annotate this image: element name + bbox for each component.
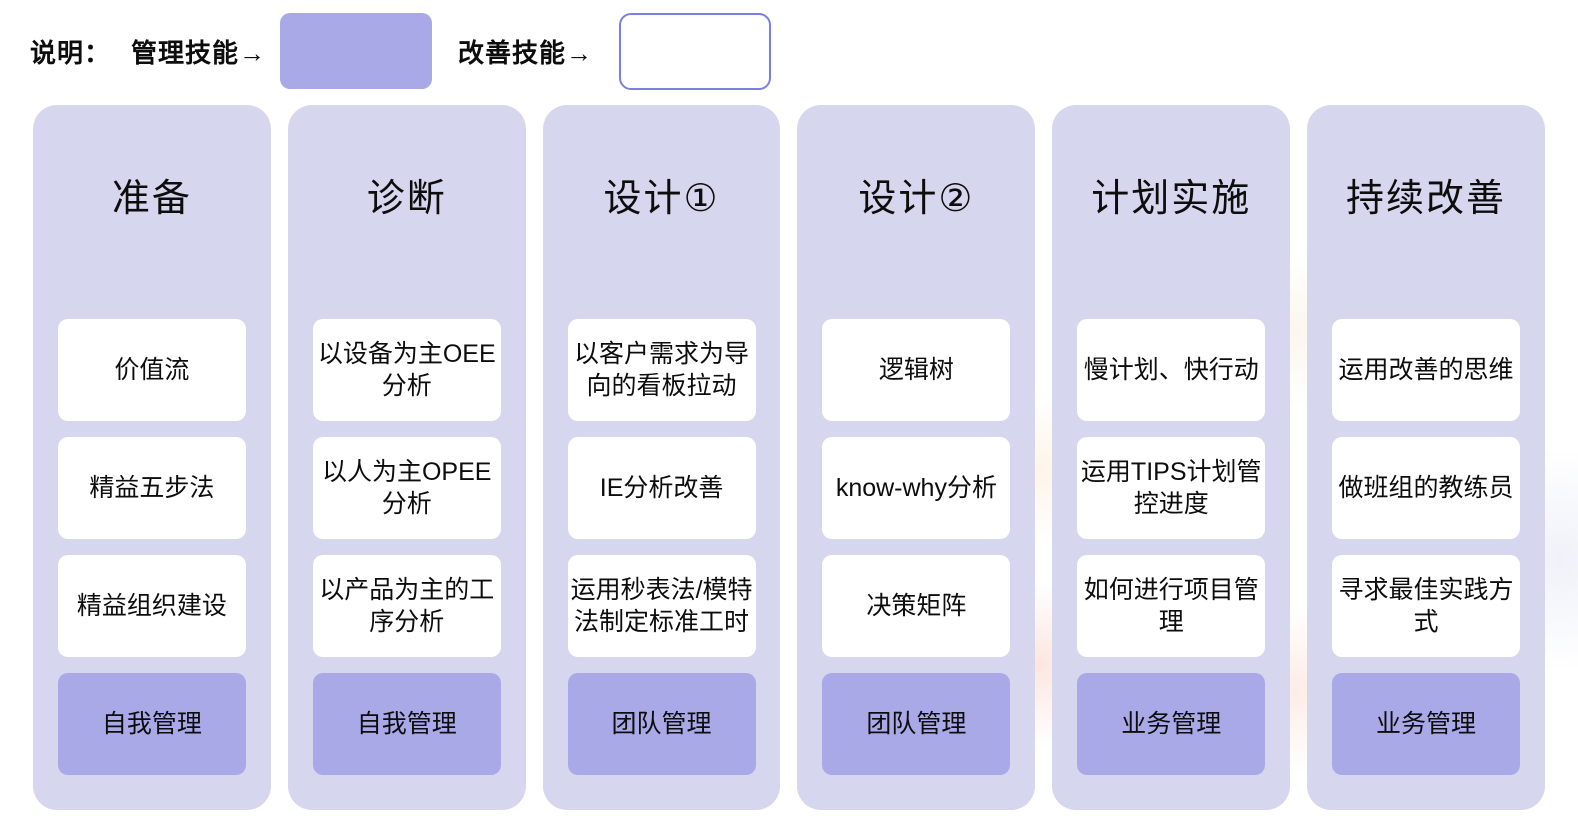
skill-card: know-why分析 xyxy=(822,437,1011,540)
skill-card: 以客户需求为导向的看板拉动 xyxy=(567,319,756,422)
skill-card: 精益五步法 xyxy=(57,437,246,540)
phase-column-continuous-improvement: 持续改善 运用改善的思维 做班组的教练员 寻求最佳实践方式 业务管理 xyxy=(1307,105,1545,810)
management-skill-card: 团队管理 xyxy=(822,673,1011,776)
skill-card: 寻求最佳实践方式 xyxy=(1332,555,1521,658)
management-skill-swatch xyxy=(280,13,433,89)
skill-card-stack: 价值流 精益五步法 精益组织建设 自我管理 xyxy=(33,319,271,776)
phase-column-diagnosis: 诊断 以设备为主OEE分析 以人为主OPEE分析 以产品为主的工序分析 自我管理 xyxy=(287,105,526,810)
skill-card: 决策矩阵 xyxy=(822,555,1011,658)
phase-title: 计划实施 xyxy=(1091,178,1252,220)
skill-card: 运用TIPS计划管控进度 xyxy=(1077,437,1266,540)
management-skill-card: 自我管理 xyxy=(312,673,501,776)
improvement-skill-swatch xyxy=(619,12,772,90)
management-skill-card: 团队管理 xyxy=(567,673,756,776)
phase-column-plan-implementation: 计划实施 慢计划、快行动 运用TIPS计划管控进度 如何进行项目管理 业务管理 xyxy=(1052,105,1291,810)
legend: 说明： 管理技能→ 改善技能→ xyxy=(30,12,772,90)
skill-card: 慢计划、快行动 xyxy=(1077,319,1266,422)
management-skill-card: 业务管理 xyxy=(1077,673,1266,776)
skill-card-stack: 以客户需求为导向的看板拉动 IE分析改善 运用秒表法/模特法制定标准工时 团队管… xyxy=(543,319,781,776)
phase-title: 诊断 xyxy=(366,178,447,220)
legend-label: 说明： xyxy=(30,37,112,68)
skill-card: 以设备为主OEE分析 xyxy=(312,319,501,422)
phase-title: 持续改善 xyxy=(1346,178,1507,220)
legend-management-label: 管理技能→ xyxy=(131,37,267,68)
phase-column-design-2: 设计② 逻辑树 know-why分析 决策矩阵 团队管理 xyxy=(797,105,1036,810)
skill-card-stack: 运用改善的思维 做班组的教练员 寻求最佳实践方式 业务管理 xyxy=(1307,319,1545,776)
skill-card-stack: 逻辑树 know-why分析 决策矩阵 团队管理 xyxy=(797,319,1035,776)
phase-column-design-1: 设计① 以客户需求为导向的看板拉动 IE分析改善 运用秒表法/模特法制定标准工时… xyxy=(542,105,781,810)
skill-card: 做班组的教练员 xyxy=(1332,437,1521,540)
skill-card-stack: 以设备为主OEE分析 以人为主OPEE分析 以产品为主的工序分析 自我管理 xyxy=(288,319,526,776)
skill-card: IE分析改善 xyxy=(567,437,756,540)
skill-card: 运用改善的思维 xyxy=(1332,319,1521,422)
phase-column-preparation: 准备 价值流 精益五步法 精益组织建设 自我管理 xyxy=(33,105,271,810)
legend-improvement-label: 改善技能→ xyxy=(458,37,594,68)
phase-title: 准备 xyxy=(111,178,192,220)
skill-card: 价值流 xyxy=(57,319,246,422)
skill-card: 以人为主OPEE分析 xyxy=(312,437,501,540)
phase-board: 准备 价值流 精益五步法 精益组织建设 自我管理 诊断 以设备为主OEE分析 以… xyxy=(33,105,1545,810)
skill-card: 运用秒表法/模特法制定标准工时 xyxy=(567,555,756,658)
management-skill-card: 自我管理 xyxy=(57,673,246,776)
skill-card: 精益组织建设 xyxy=(57,555,246,658)
skill-card: 以产品为主的工序分析 xyxy=(312,555,501,658)
phase-title: 设计② xyxy=(858,178,975,220)
skill-card: 逻辑树 xyxy=(822,319,1011,422)
phase-title: 设计① xyxy=(603,178,720,220)
skill-card-stack: 慢计划、快行动 运用TIPS计划管控进度 如何进行项目管理 业务管理 xyxy=(1052,319,1290,776)
management-skill-card: 业务管理 xyxy=(1332,673,1521,776)
skill-card: 如何进行项目管理 xyxy=(1077,555,1266,658)
